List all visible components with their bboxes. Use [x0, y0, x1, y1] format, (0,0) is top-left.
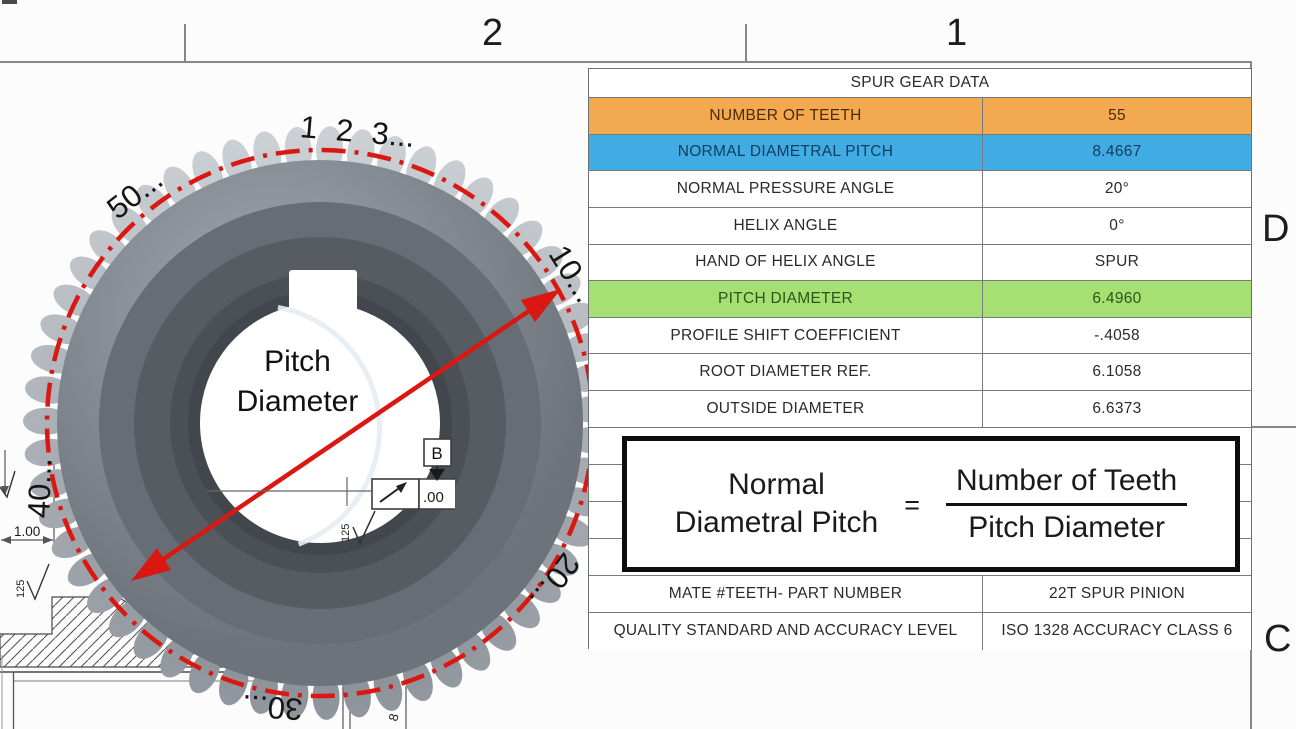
pitch-diameter-callout: Pitch Diameter — [200, 342, 395, 422]
row-label: ROOT DIAMETER REF. — [699, 363, 872, 381]
bore-centerline — [207, 477, 371, 506]
runout-value: .00 — [423, 489, 444, 506]
row-value: -.4058 — [1094, 326, 1140, 344]
row-label: HAND OF HELIX ANGLE — [695, 253, 876, 271]
zone-label-2: 2 — [482, 12, 504, 54]
dim-value: 1.00 — [14, 524, 40, 539]
width-dimension — [1, 449, 55, 551]
gear-section-view: 8 1.00 125 — [0, 126, 617, 729]
row-label: HELIX ANGLE — [733, 216, 838, 234]
row-value: 0° — [1109, 216, 1125, 234]
row-value: ISO 1328 ACCURACY CLASS 6 — [1001, 622, 1233, 640]
table-row: NORMAL PRESSURE ANGLE 20° — [589, 171, 1251, 208]
row-value: 6.1058 — [1092, 363, 1142, 381]
datum-b: B — [423, 438, 452, 481]
formula-lhs-line1: Normal — [728, 468, 825, 501]
row-value: SPUR — [1094, 253, 1140, 271]
row-label: PITCH DIAMETER — [717, 290, 854, 308]
formula-fraction: Number of Teeth Pitch Diameter — [945, 463, 1188, 546]
cropped-corner-mark — [2, 0, 17, 4]
keyway-slot — [289, 270, 357, 330]
row-value: 6.4960 — [1092, 290, 1142, 308]
table-row: NUMBER OF TEETH 55 — [589, 98, 1251, 135]
equals-sign: = — [904, 489, 920, 520]
table-row: OUTSIDE DIAMETER 6.6373 — [589, 391, 1251, 428]
formula-lhs: Normal Diametral Pitch — [675, 466, 878, 542]
formula-numerator: Number of Teeth — [955, 463, 1178, 497]
formula-box: Normal Diametral Pitch = Number of Teeth… — [622, 436, 1240, 572]
row-label: PROFILE SHIFT COEFFICIENT — [670, 326, 901, 344]
pitch-diameter-callout-line2: Diameter — [236, 385, 359, 418]
row-label: OUTSIDE DIAMETER — [706, 399, 865, 417]
datum-label: B — [431, 444, 442, 463]
table-row: PROFILE SHIFT COEFFICIENT -.4058 — [589, 317, 1251, 355]
table-row: HAND OF HELIX ANGLE SPUR — [589, 244, 1251, 282]
surface-finish-bore-icon — [352, 510, 376, 545]
table-row: PITCH DIAMETER 6.4960 — [589, 281, 1251, 318]
formula-lhs-line2: Diametral Pitch — [674, 506, 879, 539]
zone-label-C: C — [1264, 618, 1292, 660]
tooth-label-left: 40... — [21, 457, 59, 519]
table-row: HELIX ANGLE 0° — [589, 207, 1251, 245]
zone-tick-top-left — [184, 24, 186, 61]
table-footer-row: MATE #TEETH- PART NUMBER 22T SPUR PINION — [589, 575, 1251, 613]
tooth-label-bottom: 30... — [240, 687, 304, 728]
row-value: 22T SPUR PINION — [1048, 584, 1185, 602]
row-value: 20° — [1104, 180, 1130, 198]
formula-denominator: Pitch Diameter — [968, 510, 1165, 544]
row-value: 6.6373 — [1092, 399, 1142, 417]
row-label: NUMBER OF TEETH — [709, 106, 862, 124]
pitch-diameter-arrow — [131, 289, 561, 581]
zone-tick-right — [1252, 426, 1296, 428]
zone-tick-top-mid — [745, 24, 747, 61]
table-title-row: SPUR GEAR DATA — [589, 69, 1251, 98]
border-top-line — [0, 61, 1252, 63]
runout-feature-control-frame: .00 — [371, 478, 455, 510]
zone-label-D: D — [1262, 208, 1290, 250]
bore-highlight-rim — [277, 304, 382, 547]
row-value: 55 — [1108, 106, 1126, 124]
table-row: ROOT DIAMETER REF. 6.1058 — [589, 354, 1251, 392]
table-footer-row: QUALITY STANDARD AND ACCURACY LEVEL ISO 1… — [589, 612, 1251, 650]
fraction-bar — [945, 502, 1188, 506]
zone-label-1: 1 — [946, 12, 968, 54]
row-label: NORMAL DIAMETRAL PITCH — [677, 143, 894, 161]
partial-bottom-label: 8 — [385, 712, 401, 723]
surface-finish-left-value: 125 — [15, 580, 27, 598]
row-label: MATE #TEETH- PART NUMBER — [668, 584, 903, 602]
row-value: 8.4667 — [1092, 143, 1142, 161]
table-row: NORMAL DIAMETRAL PITCH 8.4667 — [589, 134, 1251, 172]
pitch-diameter-callout-line1: Pitch — [264, 345, 331, 378]
surface-finish-left-icon — [0, 470, 50, 601]
row-label: NORMAL PRESSURE ANGLE — [676, 180, 895, 198]
surface-finish-bore-value: 125 — [340, 524, 352, 542]
table-title: SPUR GEAR DATA — [850, 74, 990, 91]
row-label: QUALITY STANDARD AND ACCURACY LEVEL — [613, 622, 958, 640]
